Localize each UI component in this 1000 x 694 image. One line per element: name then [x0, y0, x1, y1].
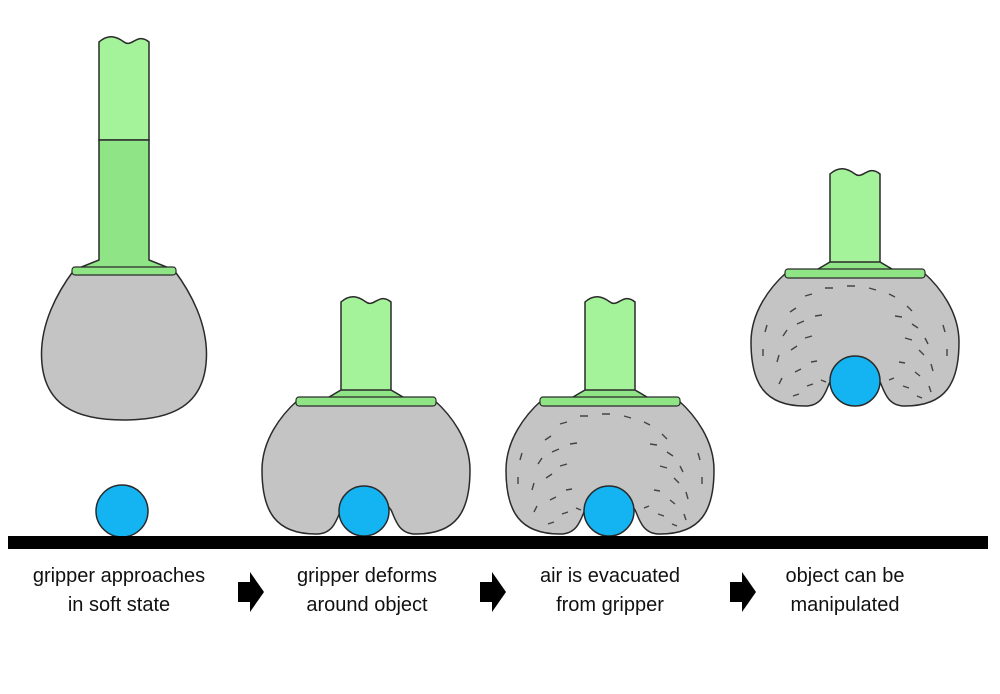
step-caption: gripper approaches in soft state — [14, 562, 224, 620]
step-caption-line: around object — [306, 594, 428, 616]
object-ball — [829, 355, 881, 407]
gripper-stem — [584, 295, 636, 401]
step-caption-line: gripper deforms — [296, 565, 438, 587]
ground-line — [8, 536, 988, 549]
gripper-soft-icon — [40, 35, 208, 421]
step-caption-line: air is evacuated — [539, 565, 681, 587]
step-caption-line: in soft state — [67, 594, 171, 616]
right-arrow-icon — [730, 572, 756, 612]
step-caption-line: object can be — [785, 565, 905, 587]
step-caption-line: from gripper — [556, 594, 664, 616]
gripper-stem — [829, 167, 881, 273]
object-ball — [338, 485, 390, 537]
step-caption-line: manipulated — [790, 594, 900, 616]
step-caption: air is evacuated from gripper — [505, 562, 715, 620]
gripper-jammed-icon — [505, 295, 715, 535]
gripper-rim — [784, 268, 926, 279]
object-ball — [583, 485, 635, 537]
step-caption: object can be manipulated — [740, 562, 950, 620]
gripper-body — [40, 269, 208, 421]
step-caption-line: gripper approaches — [32, 565, 206, 587]
right-arrow-icon — [480, 572, 506, 612]
gripper-rim — [295, 396, 437, 407]
step-caption: gripper deforms around object — [262, 562, 472, 620]
gripper-deformed-icon — [261, 295, 471, 535]
gripper-rim — [539, 396, 681, 407]
object-ball — [95, 484, 149, 538]
gripper-stem — [98, 35, 150, 141]
gripper-collar — [73, 139, 175, 271]
right-arrow-icon — [238, 572, 264, 612]
gripper-stem — [340, 295, 392, 401]
gripper-rim — [71, 266, 177, 276]
